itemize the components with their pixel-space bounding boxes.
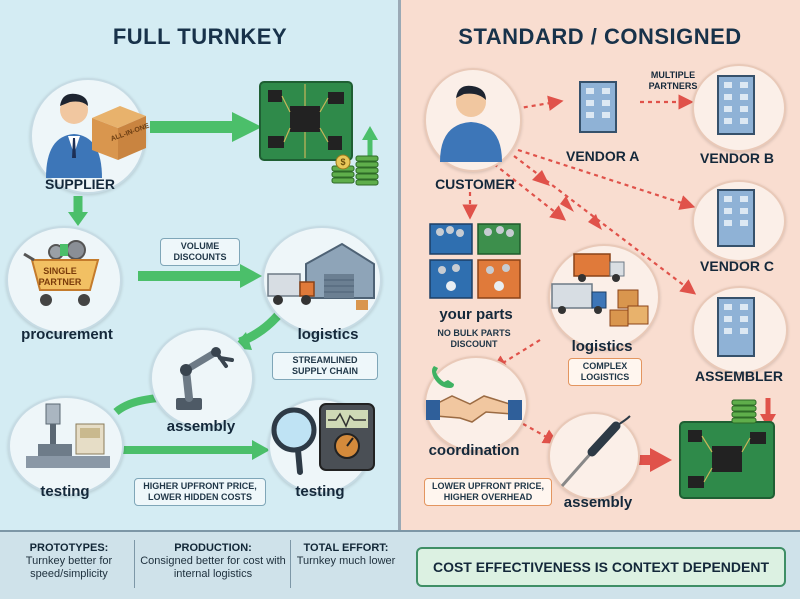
pcb-board-icon [259,81,353,161]
coordination-label: coordination [428,442,520,459]
streamlined-supply-note: STREAMLINED SUPPLY CHAIN [272,352,378,380]
logistics-label-left: logistics [297,326,359,343]
prototypes-head: PROTOTYPES: [29,542,109,554]
production-head: PRODUCTION: [174,542,252,554]
supplier-icon [46,93,102,178]
building-icon [717,75,755,135]
production-summary: PRODUCTION: Consigned better for cost wi… [140,542,286,581]
money-stack-icon: $ [331,154,379,186]
verdict-banner: COST EFFECTIVENESS IS CONTEXT DEPENDENT [416,547,786,587]
vendor-a-label: VENDOR A [566,148,640,164]
customer-icon [440,85,502,162]
cart-text: SINGLE PARTNER [38,266,82,287]
customer-label: CUSTOMER [435,176,515,192]
robot-arm-icon [176,347,234,410]
building-icon [579,81,617,133]
assembler-label: ASSEMBLER [695,368,783,384]
standard-consigned-title: STANDARD / CONSIGNED [458,24,742,49]
vendor-c-label: VENDOR C [700,258,774,274]
handshake-icon [426,395,522,423]
red-dashed-arrows [462,94,697,444]
box-icon: ALL-IN-ONE [92,106,151,160]
footer-separator [290,540,291,588]
footer-separator [134,540,135,588]
parts-bins-icon [429,223,521,299]
magnifier-icon [271,407,317,475]
complex-logistics-note: COMPLEX LOGISTICS [568,358,642,386]
trucks-boxes-icon [551,253,649,327]
money-stack-icon [731,399,757,424]
building-icon [717,297,755,357]
no-bulk-discount-note: NO BULK PARTS DISCOUNT [437,328,511,349]
prototypes-summary: PROTOTYPES: Turnkey better for speed/sim… [8,542,130,581]
higher-upfront-note: HIGHER UPFRONT PRICE, LOWER HIDDEN COSTS [134,478,266,506]
warehouse-truck-icon [267,242,375,310]
lower-upfront-note: LOWER UPFRONT PRICE, HIGHER OVERHEAD [424,478,552,506]
your-parts-label: your parts [439,306,513,323]
shopping-cart-icon [23,240,100,306]
assembly-label-right: assembly [563,494,633,511]
svg-text:$: $ [340,157,345,167]
phone-icon [432,366,454,388]
assembly-circle [150,328,254,428]
volume-discounts-note: VOLUME DISCOUNTS [160,238,240,266]
multimeter-icon [319,403,375,471]
supplier-label: SUPPLIER [44,176,115,192]
full-turnkey-title: FULL TURNKEY [112,24,288,49]
soldering-iron-icon [560,415,631,487]
prototypes-body: Turnkey better for speed/simplicity [25,555,113,580]
procurement-label: procurement [21,326,113,343]
test-machine-icon [26,403,110,468]
effort-summary: TOTAL EFFORT: Turnkey much lower [294,542,398,568]
panel-divider [398,0,401,530]
assembly-label-left: assembly [166,418,236,435]
multiple-partners-label: MULTIPLE PARTNERS [648,70,698,91]
effort-body: Turnkey much lower [296,555,396,567]
arrow-assembly-to-testing [113,394,161,416]
vendor-b-label: VENDOR B [700,150,774,166]
testing-label-right: testing [295,483,345,500]
pcb-board-icon [679,421,775,499]
testing-label-left: testing [40,483,90,500]
building-icon [717,189,755,247]
logistics-label-right: logistics [571,338,633,355]
production-body: Consigned better for cost with internal … [140,555,286,580]
effort-head: TOTAL EFFORT: [303,542,389,554]
